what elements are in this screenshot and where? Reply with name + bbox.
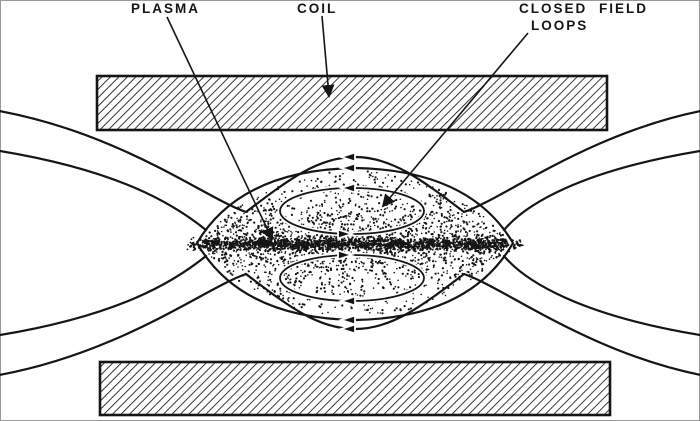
top-coil	[95, 74, 609, 132]
field-line-upper-inner-right	[502, 149, 700, 232]
field-line-upper-inner-left	[0, 149, 208, 232]
label-closed-field: CLOSED FIELD	[519, 1, 648, 16]
label-coil: COIL	[297, 1, 337, 16]
field-arrowhead-left	[338, 162, 356, 174]
field-line-lower-inner-right	[502, 254, 700, 337]
field-arrowhead-left	[338, 323, 356, 335]
field-arrowhead-right	[337, 249, 355, 261]
field-arrowhead-left	[338, 314, 356, 326]
label-plasma: PLASMA	[131, 1, 200, 16]
field-arrowhead-left	[338, 151, 356, 163]
bottom-coil	[98, 360, 612, 417]
field-line-lower-inner-left	[0, 254, 208, 337]
field-direction-arrows	[337, 151, 356, 335]
plasma-leader-line	[166, 16, 274, 241]
coil-leader-line	[321, 15, 335, 98]
field-arrowhead-left	[338, 182, 356, 194]
upper-closed-loop	[279, 187, 425, 235]
plasma-stipple	[186, 170, 524, 315]
closed-field-loops-leader-line	[381, 32, 529, 208]
separatrix-outline	[195, 166, 515, 322]
field-arrowhead-right	[337, 228, 355, 240]
label-loops: LOOPS	[531, 18, 588, 33]
field-arrowhead-left	[338, 295, 356, 307]
leader-lines	[166, 15, 529, 241]
